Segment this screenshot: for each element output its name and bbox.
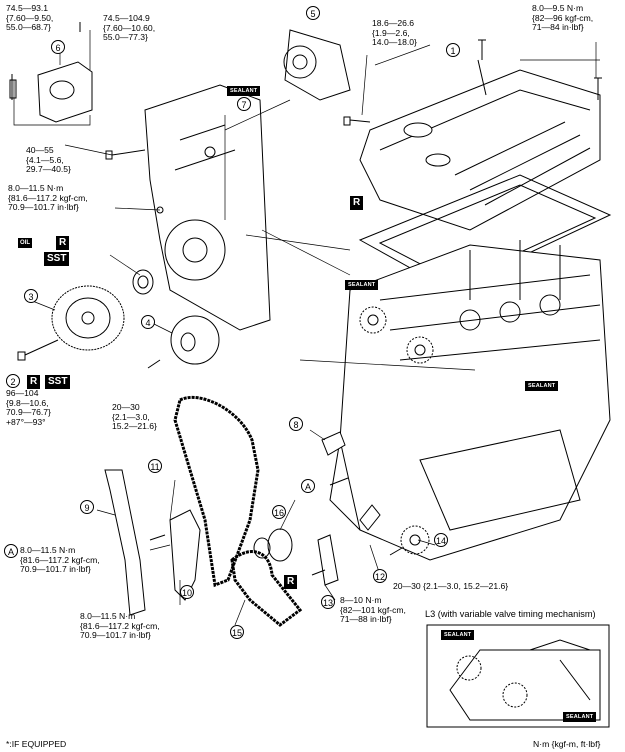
torque-spec-tensioner-bolt: 18.6—26.6 {1.9—2.6, 14.0—18.0} bbox=[372, 18, 417, 48]
torque-spec-head-cover-bolt: 8.0—9.5 N·m {82—96 kgf-cm, 71—84 in·lbf} bbox=[532, 3, 594, 33]
footnote: *:IF EQUIPPED bbox=[6, 739, 67, 749]
torque-spec-oil-pump-sprocket: 20—30 {2.1—3.0, 15.2—21.6} bbox=[393, 581, 509, 591]
callout-7: 7 bbox=[237, 97, 251, 111]
torque-spec-idler: 20—30 {2.1—3.0, 15.2—21.6} bbox=[112, 402, 157, 432]
sealant-tag: SEALANT bbox=[525, 381, 559, 391]
callout-6: 6 bbox=[51, 40, 65, 54]
drive-belt-auto-tensioner bbox=[283, 29, 351, 101]
callout-2: 2 bbox=[6, 374, 20, 388]
cylinder-head-cover bbox=[359, 39, 601, 231]
engine-mount bbox=[9, 61, 93, 123]
sealant-tag: SEALANT bbox=[227, 86, 261, 96]
callout-13: 13 bbox=[321, 595, 335, 609]
vvt-inset-title: L3 (with variable valve timing mechanism… bbox=[425, 609, 596, 619]
torque-spec-pulley-bolt: 96—104 {9.8—10.6, 70.9—76.7} +87°—93° bbox=[6, 388, 51, 427]
replace-badge: R bbox=[56, 236, 70, 250]
timing-chain bbox=[173, 395, 260, 588]
front-oil-seal bbox=[132, 269, 154, 295]
sealant-tag: SEALANT bbox=[441, 630, 475, 640]
engine-block bbox=[329, 240, 611, 561]
bolts bbox=[11, 22, 602, 576]
callout-1: 1 bbox=[446, 43, 460, 57]
callout-15: 15 bbox=[230, 625, 244, 639]
oil-can-icon: OIL bbox=[18, 238, 32, 248]
oil-pump-chain-tensioner bbox=[317, 534, 339, 586]
leader-lines bbox=[13, 30, 600, 626]
chain-guide-left bbox=[104, 469, 146, 616]
torque-spec-guide-bolt: 8.0—11.5 N·m {81.6—117.2 kgf-cm, 70.9—10… bbox=[80, 611, 160, 641]
chain-tensioner-arm bbox=[169, 509, 201, 601]
torque-spec-mount-nut: 74.5—104.9 {7.60—10.60, 55.0—77.3} bbox=[103, 13, 156, 43]
vvt-inset bbox=[426, 624, 610, 728]
callout-5: 5 bbox=[306, 6, 320, 20]
callout-3: 3 bbox=[24, 289, 38, 303]
callout-14: 14 bbox=[434, 533, 448, 547]
sealant-tag: SEALANT bbox=[563, 712, 597, 722]
replace-badge: R bbox=[27, 375, 41, 389]
torque-spec-tensioner-small: 8—10 N·m {82—101 kgf-cm, 71—88 in·lbf} bbox=[340, 595, 406, 625]
callout-16: 16 bbox=[272, 505, 286, 519]
replace-badge: R bbox=[284, 575, 298, 589]
idler-pulley bbox=[170, 315, 220, 365]
callout-12: 12 bbox=[373, 569, 387, 583]
sealant-tag: SEALANT bbox=[345, 280, 379, 290]
callout-11: 11 bbox=[148, 459, 162, 473]
oil-pump-sprocket bbox=[400, 525, 430, 555]
sst-badge: SST bbox=[44, 252, 70, 266]
callout-4: 4 bbox=[141, 315, 155, 329]
reference-a-marker: A bbox=[301, 479, 315, 493]
crankshaft-sprocket bbox=[253, 528, 293, 562]
torque-spec-front-cover-bolt: 40—55 {4.1—5.6, 29.7—40.5} bbox=[26, 145, 71, 175]
sst-badge: SST bbox=[45, 375, 71, 389]
torque-spec-mount-bolt: 74.5—93.1 {7.60—9.50, 55.0—68.7} bbox=[6, 3, 54, 33]
callout-9: 9 bbox=[80, 500, 94, 514]
oil-pump-chain-guide bbox=[359, 504, 381, 531]
chain-tensioner bbox=[321, 431, 346, 456]
crankshaft-pulley bbox=[51, 285, 125, 351]
replace-badge: R bbox=[350, 196, 364, 210]
camshaft-sprockets bbox=[359, 306, 434, 364]
reference-a-marker: A bbox=[4, 544, 18, 558]
torque-spec-front-cover-small: 8.0—11.5 N·m {81.6—117.2 kgf-cm, 70.9—10… bbox=[8, 183, 88, 213]
engine-front-cover bbox=[144, 84, 271, 331]
units-legend: N·m {kgf-m, ft·lbf} bbox=[533, 739, 601, 749]
oil-pump-chain bbox=[230, 550, 303, 627]
torque-spec-a: 8.0—11.5 N·m {81.6—117.2 kgf-cm, 70.9—10… bbox=[20, 545, 100, 575]
callout-10: 10 bbox=[180, 585, 194, 599]
callout-8: 8 bbox=[289, 417, 303, 431]
